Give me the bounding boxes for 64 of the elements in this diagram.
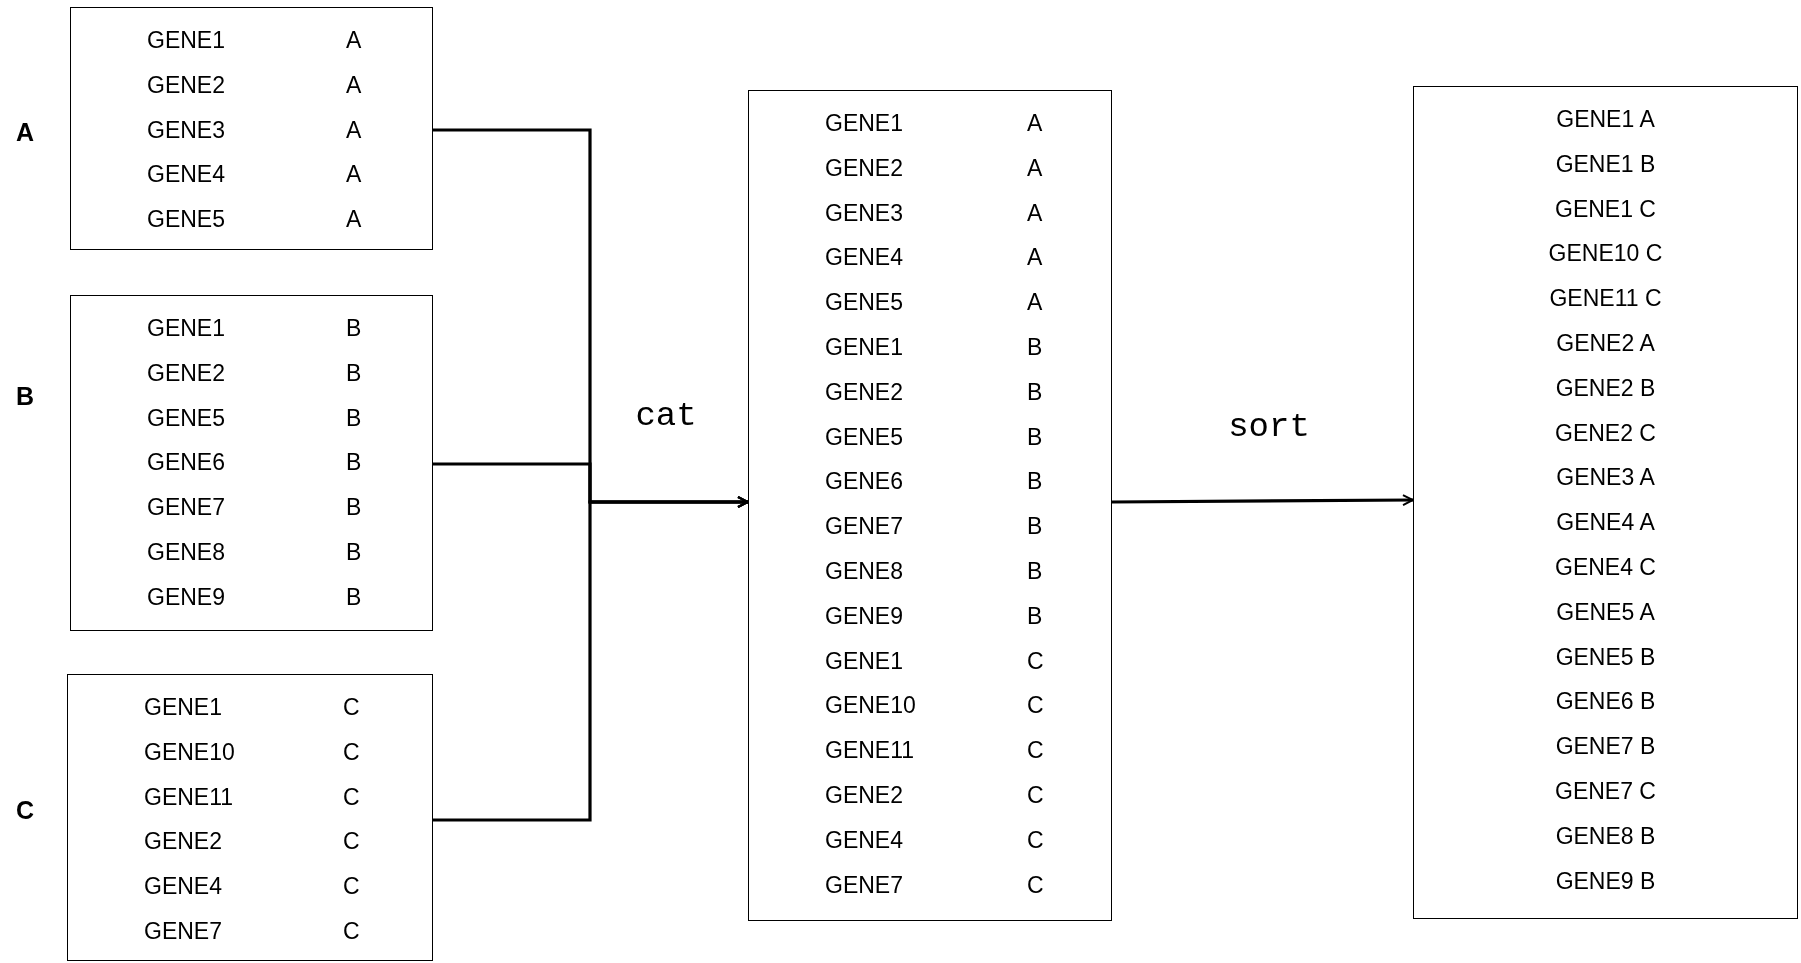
gene-row-text: GENE10 C xyxy=(824,691,1045,721)
gene-row-text: GENE4 A xyxy=(1555,508,1656,538)
gene-row-text: GENE5 B xyxy=(146,403,363,433)
gene-row-text: GENE7 B xyxy=(1554,732,1657,762)
gene-row-text: GENE5 A xyxy=(1555,597,1656,627)
gene-row-text: GENE9 B xyxy=(824,601,1044,631)
gene-row-text: GENE11 C xyxy=(143,782,361,812)
list-box xyxy=(70,295,433,631)
gene-row-text: GENE10 C xyxy=(143,737,361,767)
gene-row-text: GENE6 B xyxy=(824,467,1044,497)
gene-row-text: GENE3 A xyxy=(146,115,363,145)
gene-row-text: GENE10 C xyxy=(1547,239,1664,269)
gene-row-text: GENE1 A xyxy=(824,109,1044,138)
group-label: C xyxy=(15,795,35,825)
gene-row-text: GENE7 C xyxy=(143,917,361,946)
gene-row-text: GENE6 B xyxy=(1554,687,1657,717)
gene-row-text: GENE2 C xyxy=(1554,418,1657,448)
gene-row-text: GENE2 C xyxy=(824,780,1045,810)
gene-row-text: GENE1 A xyxy=(146,26,363,55)
gene-row-text: GENE1 C xyxy=(824,646,1045,676)
gene-row-text: GENE4 C xyxy=(1554,552,1657,582)
gene-row-text: GENE4 C xyxy=(143,872,361,902)
gene-row-text: GENE9 B xyxy=(1554,866,1657,896)
gene-row-text: GENE5 B xyxy=(824,422,1044,452)
gene-row-text: GENE5 B xyxy=(1554,642,1657,672)
gene-row-text: GENE5 A xyxy=(824,288,1044,318)
gene-row-text: GENE1 A xyxy=(1555,105,1656,134)
gene-row-text: GENE7 C xyxy=(1554,776,1657,806)
arrow xyxy=(1112,494,1414,507)
gene-row-text: GENE4 A xyxy=(146,160,363,190)
gene-row-text: GENE2 B xyxy=(1554,373,1657,403)
gene-row-text: GENE1 C xyxy=(1554,194,1657,224)
gene-row-text: GENE1 B xyxy=(824,333,1044,362)
gene-row-text: GENE11 C xyxy=(824,736,1045,766)
gene-row-text: GENE4 A xyxy=(824,243,1044,273)
list-box xyxy=(67,674,433,961)
group-label: B xyxy=(15,381,35,411)
gene-row-text: GENE11 C xyxy=(1548,284,1663,314)
gene-row-text: GENE9 B xyxy=(146,582,363,612)
gene-row-text: GENE6 B xyxy=(146,448,363,478)
gene-row-text: GENE7 B xyxy=(824,512,1044,542)
gene-row-text: GENE5 A xyxy=(146,205,363,235)
gene-row-text: GENE2 B xyxy=(146,358,363,388)
gene-row-text: GENE8 B xyxy=(824,556,1044,586)
gene-row-text: GENE2 A xyxy=(146,70,363,100)
gene-row-text: GENE2 A xyxy=(1555,329,1656,358)
gene-row-text: GENE2 A xyxy=(824,153,1044,183)
gene-row-text: GENE1 B xyxy=(1554,149,1657,179)
gene-row-text: GENE2 C xyxy=(143,827,361,857)
gene-row-text: GENE7 C xyxy=(824,870,1045,900)
list-box xyxy=(748,90,1112,921)
gene-row-text: GENE2 B xyxy=(824,377,1044,407)
gene-row-text: GENE8 B xyxy=(146,538,363,567)
gene-row-text: GENE4 C xyxy=(824,825,1045,855)
gene-row-text: GENE1 B xyxy=(146,314,363,343)
gene-row-text: GENE3 A xyxy=(1555,463,1656,493)
gene-row-text: GENE1 C xyxy=(143,693,361,722)
group-label: A xyxy=(15,117,35,147)
gene-row-text: GENE7 B xyxy=(146,493,363,523)
arrow xyxy=(433,496,749,822)
gene-row-text: GENE8 B xyxy=(1554,821,1657,851)
list-box xyxy=(1413,86,1798,919)
gene-row-text: GENE3 A xyxy=(824,198,1044,228)
list-box xyxy=(70,7,433,250)
